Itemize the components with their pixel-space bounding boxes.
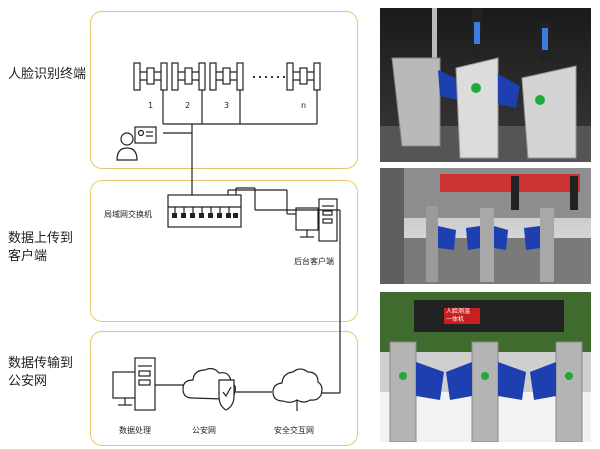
turnstile-image-2 xyxy=(380,168,591,284)
turnstile-icon-1 xyxy=(133,62,168,91)
panel-face-terminal xyxy=(90,11,358,169)
person-id-card-icon xyxy=(116,126,157,161)
panel-data-upload xyxy=(90,180,358,322)
panel-data-transfer xyxy=(90,331,358,446)
photo-sign-text: 人脸测温 一体机 xyxy=(446,308,470,324)
label-data-transfer-line2: 公安网 xyxy=(8,374,48,389)
label-data-upload-line1: 数据上传到 xyxy=(8,231,74,246)
terminal-number-1: 1 xyxy=(148,101,154,110)
data-processing-computer-icon xyxy=(112,357,156,411)
label-face-terminal: 人脸识别终端 xyxy=(8,67,87,82)
terminal-number-n: n xyxy=(301,101,307,110)
label-switch: 局域网交换机 xyxy=(104,210,152,219)
label-data-transfer-line1: 数据传输到 xyxy=(8,356,74,371)
security-exchange-cloud-icon xyxy=(272,368,323,411)
police-network-cloud-icon xyxy=(182,367,237,411)
turnstile-icon-n xyxy=(286,62,321,91)
label-data-upload-line2: 客户端 xyxy=(8,249,48,264)
photo-sign-line1: 人脸测温 xyxy=(446,308,471,315)
terminal-number-2: 2 xyxy=(185,101,191,110)
label-backend-client: 后台客户端 xyxy=(294,257,334,266)
photo-turnstiles-bright: 人脸测温 一体机 xyxy=(380,292,591,442)
label-data-upload: 数据上传到 客户端 xyxy=(8,230,73,266)
terminal-number-3: 3 xyxy=(224,101,230,110)
label-police-network: 公安网 xyxy=(192,426,216,435)
turnstile-icon-3 xyxy=(209,62,244,91)
switch-icon xyxy=(167,194,242,228)
turnstile-image-1 xyxy=(380,8,591,162)
label-data-processing: 数据处理 xyxy=(119,426,151,435)
photo-turnstiles-dark xyxy=(380,8,591,162)
turnstile-image-3 xyxy=(380,292,591,442)
label-security-exchange: 安全交互网 xyxy=(274,426,314,435)
label-data-transfer: 数据传输到 公安网 xyxy=(8,355,73,391)
photo-sign-line2: 一体机 xyxy=(446,316,465,323)
photo-turnstiles-outdoor xyxy=(380,168,591,284)
backend-client-computer-icon xyxy=(295,198,338,242)
turnstile-icon-2 xyxy=(171,62,206,91)
